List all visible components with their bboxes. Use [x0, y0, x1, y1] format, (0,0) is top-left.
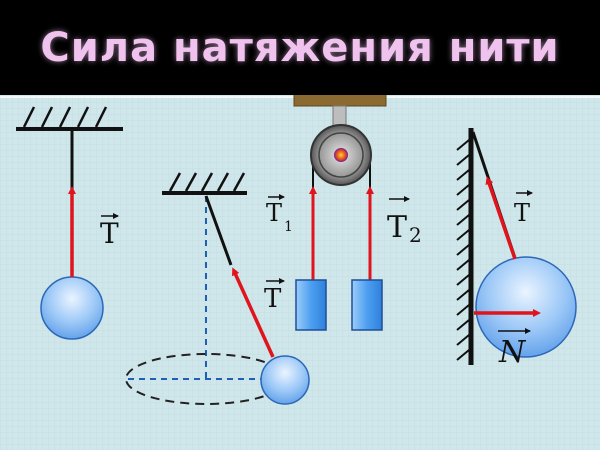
slide-title: Сила натяжения нити — [40, 24, 560, 71]
label-n-vector: N — [498, 335, 527, 370]
label-t2-subscript: 2 — [409, 223, 422, 247]
figure-conical-pendulum — [125, 172, 310, 405]
ceiling-support — [16, 106, 123, 131]
diagram-canvas: T — [0, 95, 600, 450]
pulley-groove — [318, 132, 364, 178]
tension-arrow — [232, 267, 275, 358]
block-right — [351, 279, 383, 331]
label-t-wall-vector: T — [514, 199, 530, 227]
label-t2-vector: T — [387, 210, 407, 245]
pulley-hub — [334, 148, 348, 162]
ceiling-beam — [293, 95, 387, 107]
label-t-vector: T — [100, 217, 119, 250]
block-left — [295, 279, 327, 331]
label-t1-subscript: 1 — [284, 219, 293, 235]
figure-hanging-ball: T — [16, 106, 123, 340]
ball — [260, 355, 310, 405]
figure-ball-on-wall: T N — [456, 128, 577, 370]
figure-pulley: T 1 T 2 T — [264, 95, 422, 331]
title-bar: Сила натяжения нити — [0, 0, 600, 95]
ceiling-support — [162, 172, 247, 195]
ball — [40, 276, 104, 340]
wall-support — [456, 128, 474, 365]
label-t1-vector: T — [266, 199, 282, 227]
tension-arrow — [485, 176, 517, 260]
label-t-block-vector: T — [264, 284, 282, 314]
ball — [475, 256, 577, 358]
thread — [204, 195, 233, 266]
